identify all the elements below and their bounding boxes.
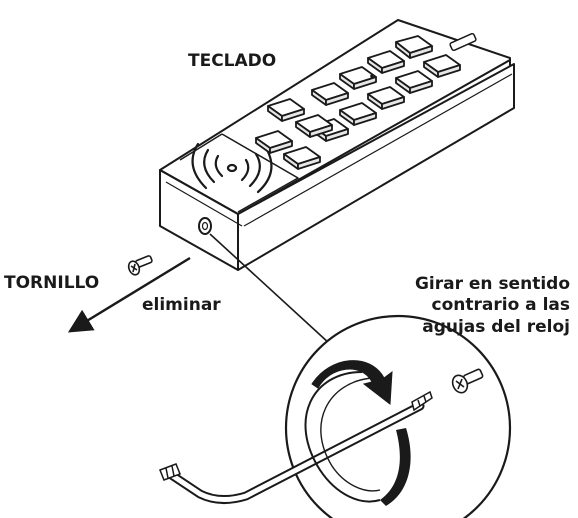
key (339, 102, 377, 126)
remove-label: eliminar (142, 295, 221, 315)
keypad-keys (255, 35, 461, 170)
rotation-band (304, 371, 381, 503)
screw-detail (451, 368, 484, 394)
key (367, 50, 405, 74)
key (395, 70, 433, 94)
key (423, 54, 461, 78)
device-side-face (237, 63, 515, 271)
key (295, 114, 333, 138)
keypad-label: TECLADO (188, 51, 277, 71)
key (255, 130, 293, 154)
key (267, 98, 305, 122)
key (283, 146, 321, 170)
key (395, 35, 433, 59)
key (367, 86, 405, 110)
turn-instruction-label: Girar en sentido contrario a las agujas … (414, 274, 570, 337)
screw-label: TORNILLO (4, 273, 100, 293)
counterclockwise-arrow (311, 360, 393, 405)
zoom-leader-line (209, 233, 331, 345)
key (339, 66, 377, 90)
screw-removed (127, 255, 153, 276)
remove-arrow (67, 256, 191, 333)
zoom-detail (159, 314, 512, 518)
key (311, 82, 349, 106)
